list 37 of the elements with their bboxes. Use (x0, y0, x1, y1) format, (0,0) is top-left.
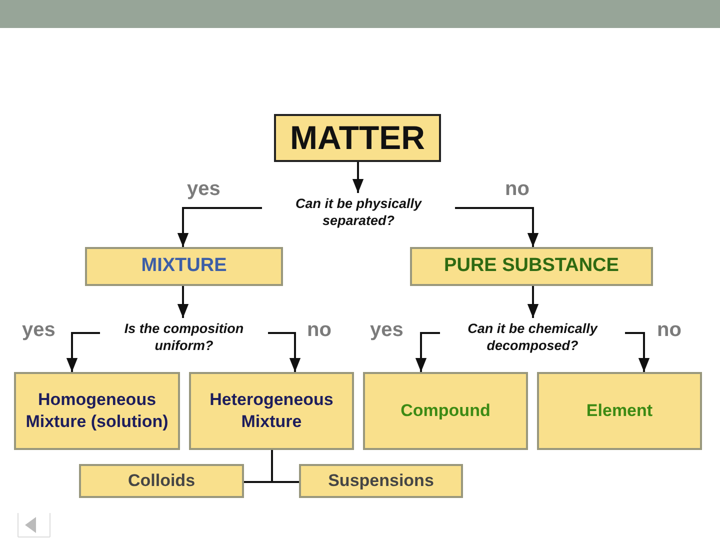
edge-label: yes (370, 319, 404, 342)
category-label: MATTER (290, 118, 426, 158)
question-text: Is the composition uniform? (123, 320, 245, 354)
question-text: Can it be physically separated? (294, 195, 423, 229)
category-box (537, 372, 702, 450)
connector-arrow (177, 286, 189, 318)
edge-label: no (657, 319, 682, 342)
category-label: PURE SUBSTANCE (444, 254, 619, 278)
edge-label: no (307, 319, 332, 342)
connector-arrow (66, 332, 100, 372)
connector-arrow (625, 332, 650, 372)
category-box (363, 372, 528, 450)
category-box (79, 464, 244, 498)
category-box (410, 247, 653, 286)
question-text: Can it be chemically decomposed? (466, 320, 599, 354)
category-label: Compound (400, 400, 490, 422)
connector-arrow (177, 207, 262, 247)
edge-label: yes (22, 319, 56, 342)
connector-arrow (268, 332, 301, 372)
category-label: Colloids (128, 470, 196, 492)
category-label: Homogeneous Mixture (solution) (24, 388, 170, 433)
edge-label: no (505, 178, 530, 201)
connector-arrow (455, 207, 539, 247)
category-label: Heterogeneous Mixture (208, 388, 334, 433)
edge-label: yes (187, 178, 220, 201)
category-box (299, 464, 463, 498)
category-box (14, 372, 180, 450)
category-box (85, 247, 283, 286)
connector-arrow (527, 286, 539, 318)
category-label: Element (586, 400, 653, 422)
category-label: Suspensions (328, 470, 434, 492)
category-box (274, 114, 441, 162)
category-label: MIXTURE (141, 254, 227, 278)
connector-arrow (271, 450, 299, 483)
connector-arrow (352, 162, 364, 193)
category-box (189, 372, 354, 450)
connector-arrow (415, 332, 440, 372)
